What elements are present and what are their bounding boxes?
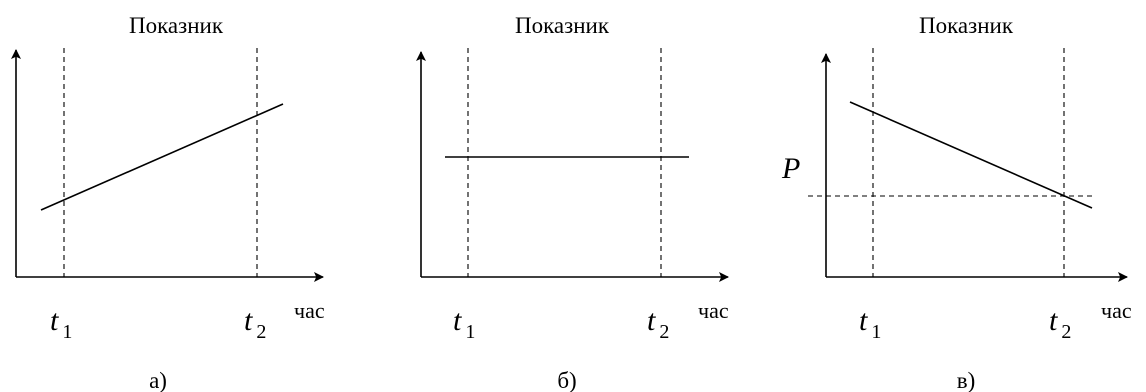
panel-b-title: Показник [515,13,610,38]
panel-c-threshold-label: P [781,152,800,185]
panel-c-trend-line [849,101,1093,209]
panel-c-t1-sub: 1 [871,321,881,343]
panel-b-t1-main: t [453,304,462,337]
panel-a-t1-main: t [50,304,59,337]
panel-a-t1-sub: 1 [62,321,72,343]
panel-b-caption: б) [557,368,576,392]
panel-b-t1-sub: 1 [465,321,475,343]
panel-c-t2-main: t [1049,304,1058,337]
panel-b-t2-main: t [647,304,656,337]
panel-a-t2-main: t [244,304,253,337]
panel-a-t2-sub: 2 [256,321,266,343]
panel-a-trend-line [40,103,284,211]
panel-c-time-unit: час [1101,298,1132,323]
panel-c-t2-sub: 2 [1061,321,1071,343]
panel-c-t1-main: t [859,304,868,337]
panel-b-t2-sub: 2 [659,321,669,343]
panel-c-caption: в) [957,368,976,392]
panel-a-time-unit: час [294,298,325,323]
panel-b-time-unit: час [698,298,729,323]
panel-a-title: Показник [129,13,224,38]
panel-a-caption: а) [149,368,167,392]
panel-c-title: Показник [919,13,1014,38]
